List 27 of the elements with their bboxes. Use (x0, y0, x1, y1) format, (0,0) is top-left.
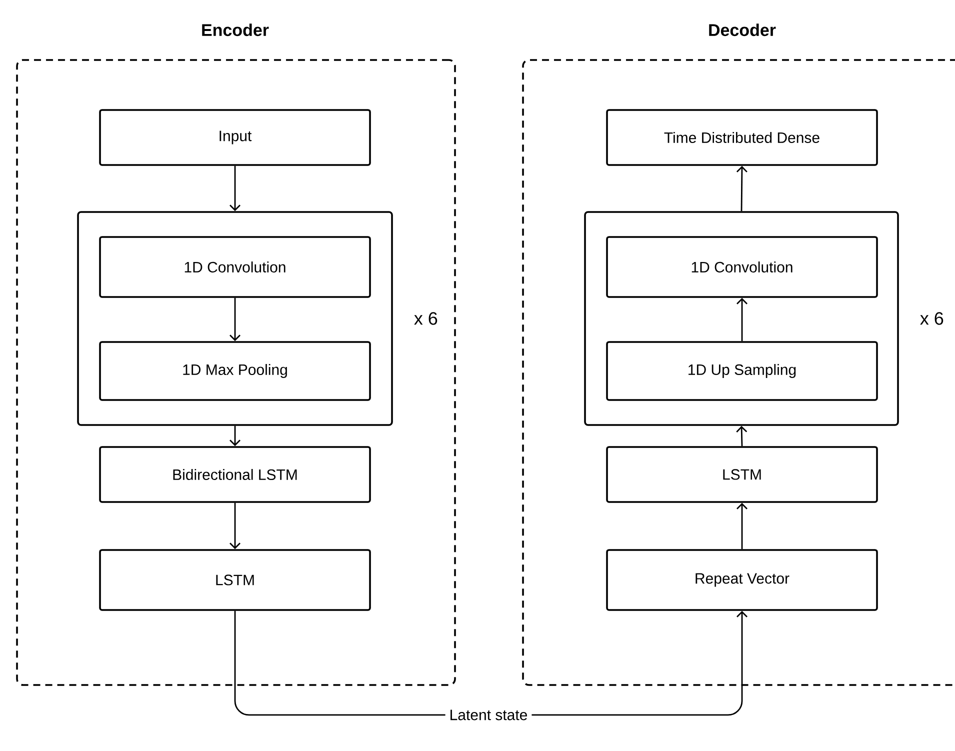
arrow (736, 426, 748, 446)
arrow (736, 298, 748, 342)
dashed-frame (16, 59, 456, 686)
arrow (230, 166, 240, 212)
dashed-frame (522, 59, 955, 686)
layer-box: 1D Up Sampling (606, 341, 878, 401)
layer-box: LSTM (606, 446, 878, 503)
arrow (736, 502, 748, 550)
section-heading: Decoder (709, 24, 776, 36)
section-heading: Encoder (202, 24, 269, 36)
repeat-block (584, 211, 899, 426)
layer-box: 1D Convolution (606, 236, 878, 298)
repeat-count: x 6 (920, 312, 944, 325)
layer-box: LSTM (99, 549, 371, 611)
layer-box: Time Distributed Dense (606, 109, 878, 166)
layer-box: 1D Max Pooling (99, 341, 371, 401)
arrow (230, 426, 240, 446)
layer-box: 1D Convolution (99, 236, 371, 298)
layer-box: Input (99, 109, 371, 166)
arrow (230, 298, 240, 342)
arrow (736, 166, 748, 212)
repeat-block (77, 211, 393, 426)
layer-box: Bidirectional LSTM (99, 446, 371, 503)
arrow (230, 502, 240, 550)
repeat-count: x 6 (414, 312, 438, 325)
edge-label: Latent state (445, 706, 532, 724)
layer-box: Repeat Vector (606, 549, 878, 611)
